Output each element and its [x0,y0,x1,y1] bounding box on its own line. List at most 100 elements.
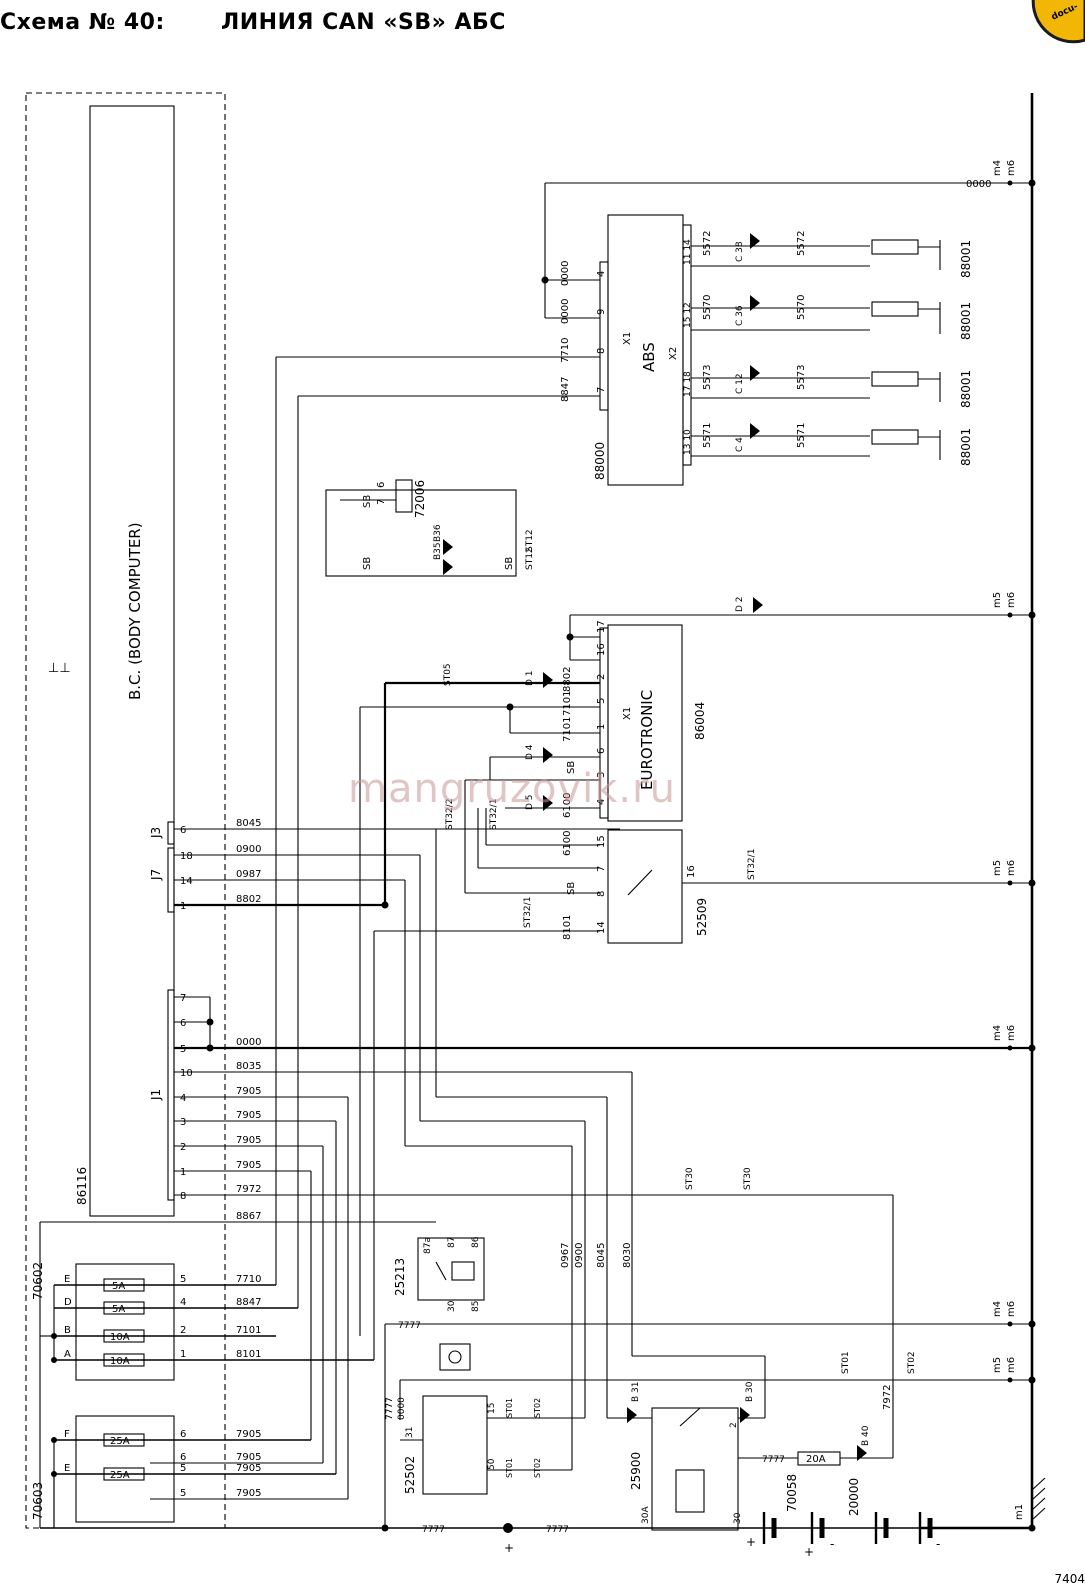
svg-text:ST30: ST30 [685,1167,695,1190]
svg-text:m5: m5 [992,592,1003,608]
svg-text:X2: X2 [668,347,679,360]
relay-25900-box [651,1407,739,1531]
abs-label: ABS [640,342,658,372]
svg-text:ST01: ST01 [505,1398,514,1418]
svg-text:E: E [64,1274,70,1285]
svg-text:87a: 87a [423,1237,433,1254]
fuse-70603-code: 70603 [31,1482,45,1520]
svg-text:3: 3 [596,772,607,778]
svg-text:0900: 0900 [574,1243,585,1268]
svg-text:C 38: C 38 [735,241,745,262]
svg-text:ST32/1: ST32/1 [523,897,533,928]
svg-text:88001: 88001 [959,302,973,340]
svg-text:m5: m5 [992,860,1003,876]
svg-text:7: 7 [180,993,186,1004]
svg-text:7972: 7972 [882,1385,893,1410]
svg-text:6: 6 [180,1018,186,1029]
svg-text:15 12: 15 12 [683,302,693,328]
svg-text:J1: J1 [149,1089,163,1101]
svg-text:m6: m6 [1006,160,1017,176]
svg-text:6: 6 [180,1452,186,1463]
svg-text:6: 6 [180,825,186,836]
svg-text:ST02: ST02 [907,1351,917,1374]
svg-text:8802: 8802 [236,894,261,905]
svg-text:0000: 0000 [560,261,571,286]
svg-text:7905: 7905 [236,1110,261,1121]
svg-text:25A: 25A [110,1470,130,1481]
svg-text:B35: B35 [433,542,443,560]
svg-text:7905: 7905 [236,1429,261,1440]
svg-text:ST32/1: ST32/1 [489,799,499,830]
svg-text:11 14: 11 14 [683,239,693,265]
svg-text:7972: 7972 [236,1184,261,1195]
svg-text:m1: m1 [1014,1504,1025,1520]
svg-text:5570: 5570 [702,295,713,320]
site-logo-icon: docu- [1031,0,1085,44]
fuse-70058-code: 70058 [785,1474,799,1512]
relay-25213-box [417,1237,485,1301]
svg-text:7905: 7905 [236,1160,261,1171]
svg-text:0000: 0000 [560,299,571,324]
svg-text:D: D [64,1297,72,1308]
dashed-enclosure [25,92,226,1529]
svg-text:m4: m4 [992,1025,1003,1041]
svg-text:13 10: 13 10 [683,429,693,455]
svg-text:7: 7 [596,387,607,393]
svg-text:17 18: 17 18 [683,371,693,397]
svg-text:8847: 8847 [236,1297,261,1308]
svg-text:C 4: C 4 [735,437,745,452]
page-title: Схема № 40: ЛИНИЯ CAN «SB» АБС [0,10,506,35]
svg-text:5: 5 [180,1274,186,1285]
svg-text:2: 2 [729,1422,739,1428]
svg-text:3: 3 [180,1117,186,1128]
body-computer-label: B.C. (BODY COMPUTER) [126,522,144,700]
svg-text:7710: 7710 [236,1274,261,1285]
svg-text:88001: 88001 [959,370,973,408]
svg-text:7905: 7905 [236,1488,261,1499]
svg-text:8045: 8045 [596,1243,607,1268]
svg-text:7905: 7905 [236,1086,261,1097]
svg-text:0000: 0000 [397,1397,407,1420]
svg-text:7: 7 [376,499,387,505]
diag-connector-icon [395,479,413,513]
svg-text:6: 6 [596,748,607,754]
svg-text:8101: 8101 [236,1349,261,1360]
body-computer-symbol: ⊥⊥ [48,661,71,676]
svg-text:-: - [936,1537,940,1551]
svg-text:8867: 8867 [236,1211,261,1222]
svg-text:ST32/2: ST32/2 [445,799,455,830]
svg-text:-: - [830,1537,834,1551]
svg-text:+: + [804,1545,814,1559]
svg-text:5573: 5573 [796,365,807,390]
svg-text:31: 31 [405,1427,415,1438]
svg-text:m4: m4 [992,1301,1003,1317]
svg-text:1: 1 [180,1349,186,1360]
svg-text:4: 4 [596,799,607,805]
svg-text:D 1: D 1 [525,670,535,686]
svg-text:m6: m6 [1006,1357,1017,1373]
svg-text:D 2: D 2 [735,596,745,612]
svg-text:SB: SB [566,882,577,895]
svg-text:5A: 5A [112,1281,125,1292]
svg-text:2: 2 [596,674,607,680]
fuse-box-70603 [75,1415,175,1523]
svg-text:E: E [64,1463,70,1474]
svg-text:7710: 7710 [560,338,571,363]
svg-text:25A: 25A [110,1436,130,1447]
svg-text:10: 10 [180,1068,193,1079]
svg-text:B 31: B 31 [631,1382,641,1403]
svg-text:8: 8 [596,348,607,354]
svg-text:15: 15 [596,835,607,848]
svg-text:1: 1 [596,724,607,730]
svg-text:8030: 8030 [622,1243,633,1268]
svg-text:6: 6 [376,482,387,488]
abs-sensor-lines [691,239,941,460]
svg-text:87: 87 [447,1237,457,1248]
svg-text:86: 86 [471,1236,481,1248]
svg-text:2: 2 [180,1325,186,1336]
svg-text:0987: 0987 [236,869,261,880]
battery-icon [762,1512,933,1544]
scheme-number: Схема № 40: [0,10,165,35]
key-icon [439,1343,471,1371]
svg-text:A: A [64,1349,71,1360]
